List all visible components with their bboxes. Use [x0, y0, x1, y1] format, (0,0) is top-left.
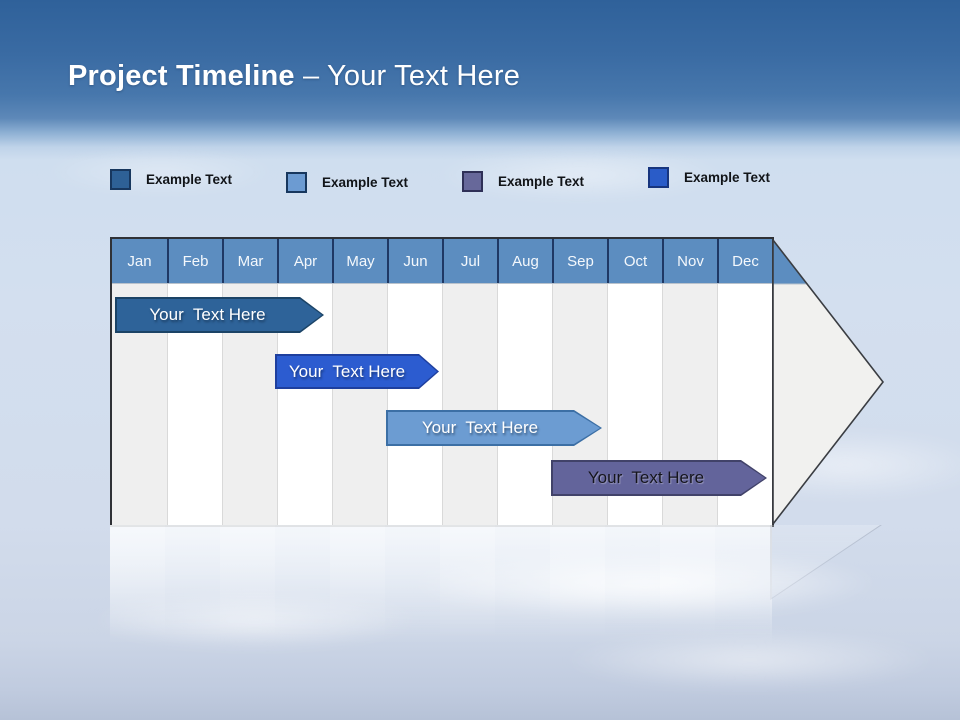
arrowhead-outline	[772, 237, 885, 527]
page-title: Project Timeline – Your Text Here	[68, 60, 520, 93]
gantt-bar-label: Your Text Here	[421, 418, 539, 437]
cloud-decoration	[90, 590, 420, 650]
reflection-stripes	[110, 525, 772, 665]
legend-label: Example Text	[322, 175, 409, 190]
month-header-cell: Apr	[277, 239, 332, 283]
legend-label: Example Text	[684, 170, 771, 185]
legend-item: Example Text	[110, 169, 232, 190]
gantt-bar-fill	[277, 356, 437, 387]
cloud-decoration	[560, 630, 940, 690]
month-header-cell: Jul	[442, 239, 497, 283]
month-header-cell: Feb	[167, 239, 222, 283]
gantt-bar-label: Your Text Here	[149, 305, 266, 324]
month-header-cell: Nov	[662, 239, 717, 283]
gantt-bar-fill	[117, 299, 322, 331]
month-header-cell: May	[332, 239, 387, 283]
month-header-cell: Dec	[717, 239, 772, 283]
month-column	[497, 284, 552, 525]
cloud-decoration	[410, 548, 880, 618]
legend-swatch	[648, 167, 669, 188]
legend-label: Example Text	[498, 174, 585, 189]
timeline-arrowhead	[772, 237, 885, 527]
month-header-cell: Oct	[607, 239, 662, 283]
month-header-row: Jan Feb Mar Apr May Jun Jul Aug Sep Oct …	[112, 239, 772, 283]
gantt-bar-fill	[553, 462, 765, 494]
legend-item: Example Text	[648, 167, 770, 188]
month-column	[387, 284, 442, 525]
legend-swatch	[286, 172, 307, 193]
gantt-bar-label: Your Text Here	[587, 468, 705, 487]
legend-swatch	[110, 169, 131, 190]
month-header-cell: Aug	[497, 239, 552, 283]
title-primary: Project Timeline	[68, 60, 295, 92]
legend-item: Example Text	[462, 171, 584, 192]
reflection-arrowhead	[770, 525, 882, 601]
gantt-bar-1: Your Text Here	[115, 297, 324, 333]
title-secondary: – Your Text Here	[294, 60, 521, 92]
legend-label: Example Text	[146, 172, 233, 187]
reflection-arrow-shape	[770, 525, 882, 601]
month-header-cell: Sep	[552, 239, 607, 283]
month-column	[442, 284, 497, 525]
gantt-bar-label: Your Text Here	[288, 361, 406, 381]
gantt-bar-fill	[388, 412, 600, 444]
legend-item: Example Text	[286, 172, 408, 193]
month-header-cell: Jan	[127, 252, 152, 270]
month-column	[332, 284, 387, 525]
table-reflection	[110, 525, 885, 675]
reflection-haze	[110, 525, 772, 665]
arrowhead-body	[773, 240, 883, 524]
timeline-table: Jan Feb Mar Apr May Jun Jul Aug Sep Oct …	[110, 237, 885, 527]
legend-swatch	[462, 171, 483, 192]
gantt-bar-2: Your Text Here	[275, 354, 439, 389]
month-header-cell: Mar	[222, 239, 277, 283]
gantt-bar-3: Your Text Here	[386, 410, 602, 446]
month-header-cell: Jun	[387, 239, 442, 283]
gantt-bar-4: Your Text Here	[551, 460, 767, 496]
